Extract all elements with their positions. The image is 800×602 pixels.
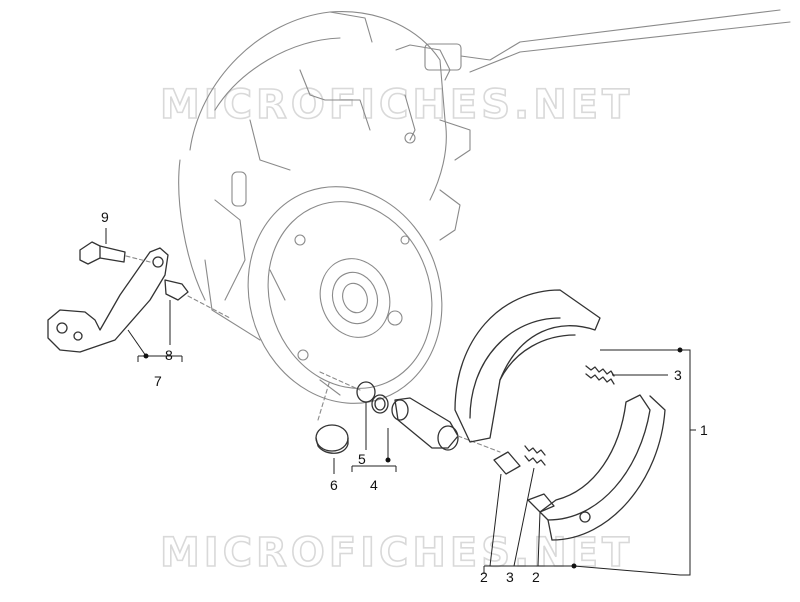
watermark-bottom: MICROFICHES.NET — [160, 530, 633, 576]
callout-9: 9 — [101, 209, 109, 225]
callout-6: 6 — [330, 477, 338, 493]
brake-hub — [247, 186, 443, 404]
bolt — [79, 241, 151, 265]
leader-dots — [143, 347, 683, 569]
callout-5: 5 — [358, 451, 366, 467]
callout-3-lower: 3 — [506, 569, 514, 585]
leaders — [105, 228, 696, 576]
cap — [315, 379, 349, 454]
callout-2-left: 2 — [480, 569, 488, 585]
brake-shoe-upper — [454, 289, 601, 443]
clips — [493, 451, 555, 513]
callout-3-upper: 3 — [674, 367, 682, 383]
springs — [524, 365, 615, 466]
engine-housing — [178, 9, 791, 341]
callout-1: 1 — [700, 422, 708, 438]
cam-shaft — [391, 397, 501, 453]
callout-2-right: 2 — [532, 569, 540, 585]
callouts: 9 8 7 5 4 6 3 1 2 3 2 — [101, 209, 708, 585]
watermark-top: MICROFICHES.NET — [160, 82, 633, 128]
callout-7: 7 — [154, 373, 162, 389]
brake-shoe-lower — [539, 394, 666, 541]
callout-4: 4 — [370, 477, 378, 493]
brake-lever — [47, 247, 231, 353]
callout-8: 8 — [165, 347, 173, 363]
o-rings — [319, 371, 389, 414]
